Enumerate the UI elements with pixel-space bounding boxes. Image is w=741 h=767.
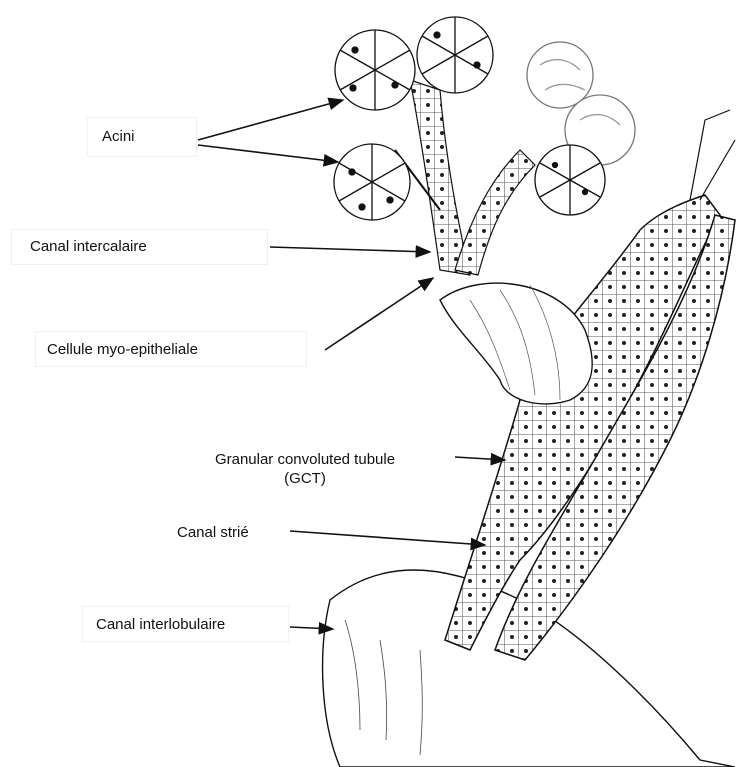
label-canal-intercalaire: Canal intercalaire <box>30 238 147 256</box>
label-canal-strie: Canal strié <box>177 524 249 542</box>
arrow-canal-strie <box>290 531 485 545</box>
arrow-gct <box>455 457 505 460</box>
arrow-canal-intercalaire <box>270 247 430 252</box>
label-acini: Acini <box>102 128 135 146</box>
label-gct-line1: Granular convoluted tubule <box>160 451 450 469</box>
acini <box>334 17 635 220</box>
arrow-acini-lower <box>198 145 338 162</box>
acinus <box>535 145 605 215</box>
intercalated-ducts <box>395 80 535 275</box>
acinus <box>334 144 410 220</box>
acinus <box>527 42 593 108</box>
label-gct-line2: (GCT) <box>160 470 450 488</box>
arrow-cellule-myo <box>325 278 433 350</box>
acinus <box>335 30 415 110</box>
duct-segment <box>440 283 592 404</box>
acinus <box>417 17 493 93</box>
arrow-acini-upper <box>198 100 343 140</box>
label-canal-interlobulaire: Canal interlobulaire <box>96 616 225 634</box>
label-cellule-myo: Cellule myo-epitheliale <box>47 341 198 359</box>
